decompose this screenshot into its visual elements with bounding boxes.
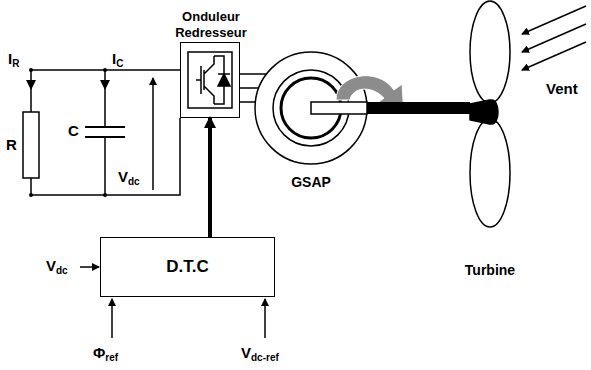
node-text: D.T.C [101, 257, 274, 277]
command-arrow [208, 118, 212, 237]
junction-dot [29, 68, 33, 72]
current-arrow [26, 80, 36, 90]
dc-circuit [23, 70, 265, 338]
current-label: IC [112, 50, 123, 68]
resistor-symbol [23, 112, 39, 178]
turbine-symbol [470, 1, 510, 227]
component-label: R [6, 136, 17, 154]
voltage-arrow [152, 78, 154, 190]
input-arrow [111, 299, 113, 338]
input-arrow [80, 266, 99, 268]
converter-box: Onduleur Redresseur [180, 42, 240, 118]
phase-lines [240, 74, 267, 102]
node-text: Turbine [430, 262, 550, 278]
shaft-line [367, 102, 470, 114]
junction-dot [103, 68, 107, 72]
capacitor-symbol [85, 127, 125, 137]
igbt-symbol [188, 52, 232, 108]
signal-label: Φref [93, 344, 118, 362]
signal-label: Vdc-ref [241, 344, 279, 362]
voltage-label: Vdc [118, 168, 140, 186]
junction-dot [29, 193, 33, 197]
node-text: GSAP [255, 174, 367, 190]
generator-symbol [255, 52, 367, 164]
control-box: D.T.C [100, 237, 275, 297]
signal-label: Vdc [46, 257, 68, 275]
node-text: Onduleur Redresseur [161, 9, 261, 41]
wind-arrows [522, 6, 586, 70]
component-label: C [68, 122, 79, 140]
junction-dot [103, 193, 107, 197]
current-arrow [100, 80, 110, 90]
current-label: IR [8, 50, 19, 68]
wind-label: Vent [546, 80, 578, 98]
turbine: Turbine [470, 0, 510, 228]
input-arrow [264, 299, 266, 338]
generator-circle: GSAP [255, 52, 367, 164]
